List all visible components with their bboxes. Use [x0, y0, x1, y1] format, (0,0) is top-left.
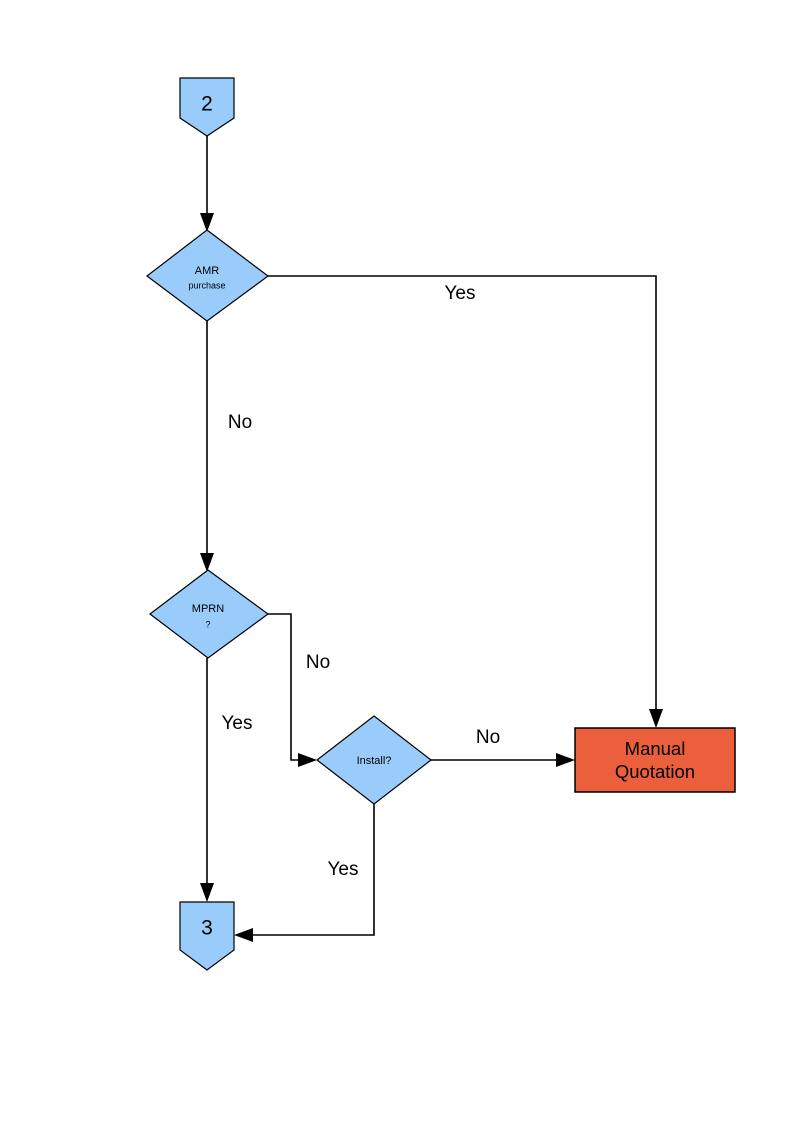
edge-install-yes: [234, 804, 375, 942]
node-decision-mprn[interactable]: MPRN ?: [149, 569, 270, 659]
edge-label-install-no: No: [476, 727, 500, 748]
node-label-2: 2: [201, 93, 213, 116]
edge-install-no: [431, 753, 575, 767]
node-label-amr-line1: AMR: [195, 265, 220, 277]
node-label-3: 3: [201, 917, 213, 940]
edge-install-yes-arrowhead: [234, 928, 253, 942]
edge-amr-no-arrowhead: [200, 553, 214, 572]
diamond-shape-amr-purchase[interactable]: [146, 229, 270, 322]
edge-amr-yes-line: [268, 275, 657, 718]
node-label-amr-line2: purchase: [188, 280, 225, 290]
node-process-manual-quotation[interactable]: Manual Quotation: [574, 727, 736, 793]
edge-label-amr-no: No: [228, 412, 252, 433]
edge-amr-no: [200, 320, 214, 572]
node-label-manual-quotation-line1: Manual: [625, 738, 686, 759]
node-label-install: Install?: [357, 755, 392, 767]
edge-install-no-arrowhead: [556, 753, 575, 767]
node-label-manual-quotation-line2: Quotation: [615, 761, 695, 782]
edge-label-install-yes: Yes: [328, 859, 359, 880]
node-decision-install[interactable]: Install?: [316, 715, 432, 805]
edge-mprn-no-arrowhead: [298, 753, 317, 767]
pentagon-shape-2[interactable]: [179, 77, 235, 137]
node-label-mprn-line2: ?: [205, 619, 210, 629]
node-label-mprn-line1: MPRN: [192, 603, 224, 615]
edge-2-to-amr: [200, 135, 214, 232]
edge-amr-yes: [268, 275, 663, 728]
edge-install-yes-line: [244, 804, 375, 936]
edge-label-mprn-yes: Yes: [222, 713, 253, 734]
node-decision-amr-purchase[interactable]: AMR purchase: [146, 229, 270, 322]
edge-mprn-yes-arrowhead: [200, 883, 214, 902]
edge-mprn-yes: [200, 658, 214, 902]
node-start-connector-2[interactable]: 2: [179, 77, 235, 137]
edge-mprn-no-line: [268, 613, 307, 761]
diamond-shape-mprn[interactable]: [149, 569, 270, 659]
rect-shape-manual-quotation[interactable]: [574, 727, 736, 793]
node-end-connector-3[interactable]: 3: [179, 901, 235, 971]
edge-amr-yes-arrowhead: [649, 709, 663, 728]
edge-mprn-no: [268, 613, 317, 767]
pentagon-shape-3[interactable]: [179, 901, 235, 971]
edge-label-amr-yes: Yes: [445, 283, 476, 304]
edge-label-mprn-no: No: [306, 652, 330, 673]
edge-2-to-amr-arrowhead: [200, 213, 214, 232]
diamond-shape-install[interactable]: [316, 715, 432, 805]
